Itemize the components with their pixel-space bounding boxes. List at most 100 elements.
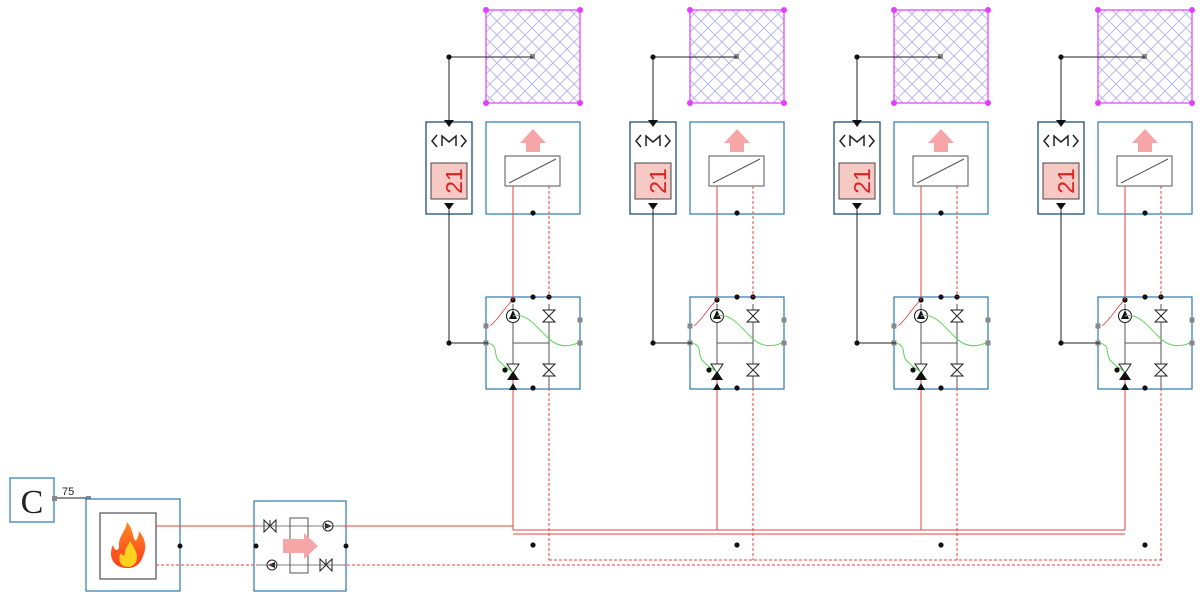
junction-dot [1058,54,1064,60]
control-signal-wire [448,210,488,344]
control-signal-wire [856,210,896,344]
zone-wiring [852,54,958,560]
junction-dot [734,210,740,216]
mixing-pump-group[interactable] [687,294,787,391]
room-corner [781,7,787,13]
setpoint-box [430,162,468,200]
connector-port [577,317,583,323]
controller-output-value: 75 [62,486,74,498]
room-corner [781,100,787,106]
setpoint-box [1042,162,1080,200]
boiler-flame-icon [110,522,146,568]
room-corner [483,7,489,13]
bracket-left [431,134,438,148]
heat-up-arrow-icon [520,129,546,152]
setpoint-value: 21 [1053,168,1079,194]
room-corner [891,7,897,13]
junction-dot [650,340,656,346]
connector-port [483,323,489,329]
room-corner [1189,100,1195,106]
flow-arrow [1121,383,1129,390]
radiator-icon [504,155,561,187]
radiator-icon [1116,155,1173,187]
thermostat[interactable]: 21 [833,121,881,215]
bracket-right [1072,134,1079,148]
thermostat[interactable]: 21 [629,121,677,215]
radiator-diagonal [712,158,761,184]
thermostat-mode-icon [635,134,671,148]
radiator-diagonal [1120,158,1169,184]
valve-icon [949,309,965,323]
heat-up-arrow-icon [283,533,318,559]
valve-icon [541,309,557,323]
pump-arrow [713,310,721,319]
radiator[interactable] [893,121,989,216]
setpoint-box [838,162,876,200]
thermostat[interactable]: 21 [1037,121,1085,215]
boiler[interactable] [85,498,183,592]
junction-dot [1142,294,1148,300]
bracket-left [1043,134,1050,148]
junction-dot [734,542,740,548]
valve-icon [506,363,520,380]
junction-dot [1142,385,1148,391]
connector-port [577,340,583,346]
mixing-pump-group[interactable] [891,294,991,391]
valve-icon [541,363,557,377]
pump-arrow [509,310,517,319]
valve-body [1153,363,1169,377]
mixing-pump-group[interactable] [1095,294,1195,391]
bracket-right [868,134,875,148]
junction-dot [1142,542,1148,548]
thermostat-output-arrow [648,203,658,210]
room-corner [687,100,693,106]
valve-icon [745,363,761,377]
valve-body [541,363,557,377]
thermostat[interactable]: 21 [425,121,473,215]
junction-dot [1114,367,1120,373]
controller-label: C [21,484,44,521]
supply-pipes [156,525,1125,535]
radiator[interactable] [1097,121,1193,216]
control-signal-wire [1060,210,1100,344]
sensor-arrow [852,120,862,127]
setpoint-value: 21 [645,168,671,194]
valve-top [914,363,928,374]
valve-bottom [1119,371,1131,380]
junction-dot [938,542,944,548]
connector-port [1095,323,1101,329]
zones: 21 21 21 21 [425,7,1195,560]
radiator-diagonal [508,158,557,184]
heat-exchanger[interactable] [253,500,349,592]
bracket-left [635,134,642,148]
thermostat-mode-icon [431,134,467,148]
junction-dot [650,54,656,60]
heat-up-arrow-icon [928,129,954,152]
junction-dot [530,385,536,391]
junction-dot [734,294,740,300]
radiator-diagonal [916,158,965,184]
bracket-right [664,134,671,148]
radiator[interactable] [485,121,581,216]
mixing-pump-group[interactable] [483,294,583,391]
junction-dot [502,367,508,373]
green-wire [1124,314,1191,347]
green-wire [920,314,987,347]
flow-arrow [713,383,721,390]
bracket-left [839,134,846,148]
radiator-icon [708,155,765,187]
radiator[interactable] [689,121,785,216]
return-pipes [156,559,1162,566]
connector-port [985,317,991,323]
green-wire [487,342,514,373]
junction-dot [530,294,536,300]
room-corner [577,100,583,106]
junction-dot [446,54,452,60]
green-wire [895,342,922,373]
radiator-icon [912,155,969,187]
zone-1: 21 [425,7,583,560]
controller-block[interactable]: C [9,477,57,523]
setpoint-box [634,162,672,200]
junction-dot [938,294,944,300]
